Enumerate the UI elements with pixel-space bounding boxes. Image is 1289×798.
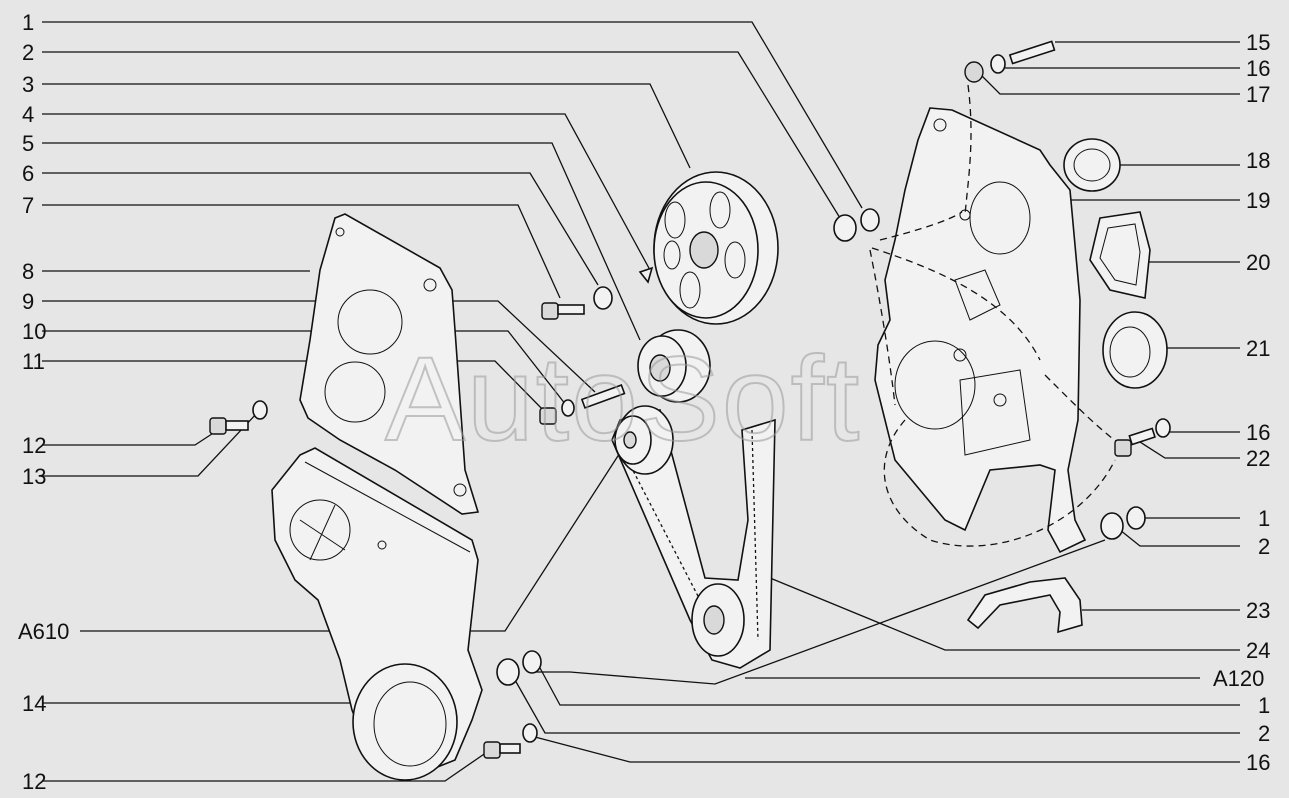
callout-label: 17 [1246,82,1270,107]
camshaft-pulley [653,171,779,325]
leader-lines-right [514,41,1240,763]
callout-label: 1 [1258,506,1270,531]
callout-label: 16 [1246,750,1270,775]
callout-label: A120 [1213,666,1264,691]
callout-label: 14 [22,691,46,716]
callout-label: 4 [22,102,34,127]
crankshaft-pulley-a610 [614,405,674,475]
callout-label: 16 [1246,420,1270,445]
callout-label: 6 [22,161,34,186]
oil-seal-18 [1063,138,1121,192]
callout-label: 3 [22,72,34,97]
callout-label: 18 [1246,148,1270,173]
callout-label: 12 [22,433,46,458]
callout-label: 19 [1246,188,1270,213]
callout-label: 2 [1258,721,1270,746]
tensioner-roller [637,329,711,403]
right-callout-labels: 15 16 17 18 19 20 21 16 22 1 2 23 24 A12… [1213,30,1270,775]
callout-label: 5 [22,131,34,156]
callout-label: 8 [22,259,34,284]
callout-label: A610 [18,619,69,644]
lower-pulley-a120 [691,583,745,657]
leader-lines-left [42,21,863,782]
callout-label: 22 [1246,446,1270,471]
bolt-12-upper [209,400,268,435]
upper-timing-cover [299,213,480,515]
bolt-7-washer-6 [541,286,613,320]
callout-label: 10 [22,319,46,344]
callout-label: 24 [1246,638,1270,663]
washers-1-2-upper [833,208,880,242]
rear-timing-cover [874,107,1087,554]
stud-9-nut-11-washer-10 [539,384,626,425]
bolt-12-lower [483,723,538,759]
callout-label: 1 [1258,693,1270,718]
washers-1-2-lower [496,650,542,686]
left-callout-labels: 1 2 3 4 5 6 7 8 9 10 11 12 13 A610 14 12 [18,10,69,794]
callout-label: 16 [1246,56,1270,81]
lower-timing-cover [271,447,483,781]
callout-label: 7 [22,193,34,218]
oil-seal-21 [1102,311,1168,389]
callout-label: 23 [1246,598,1270,623]
key-4 [638,266,654,284]
stud-15-washer-16-nut-17 [964,40,1056,83]
gasket-20 [1089,211,1151,299]
callout-label: 21 [1246,336,1270,361]
callout-label: 2 [22,40,34,65]
callout-label: 15 [1246,30,1270,55]
callout-label: 12 [22,769,46,794]
callout-label: 1 [22,10,34,35]
washers-1-2-right [1100,506,1146,540]
callout-label: 13 [22,464,46,489]
callout-label: 9 [22,289,34,314]
callout-label: 11 [22,349,45,374]
watermark: AutoSoft [385,332,861,466]
callout-label: 2 [1258,534,1270,559]
callout-label: 20 [1246,250,1270,275]
bracket-23 [966,577,1083,634]
bolt-22-washer-16 [1114,418,1171,457]
assembly-dashed-guides [869,84,1126,547]
